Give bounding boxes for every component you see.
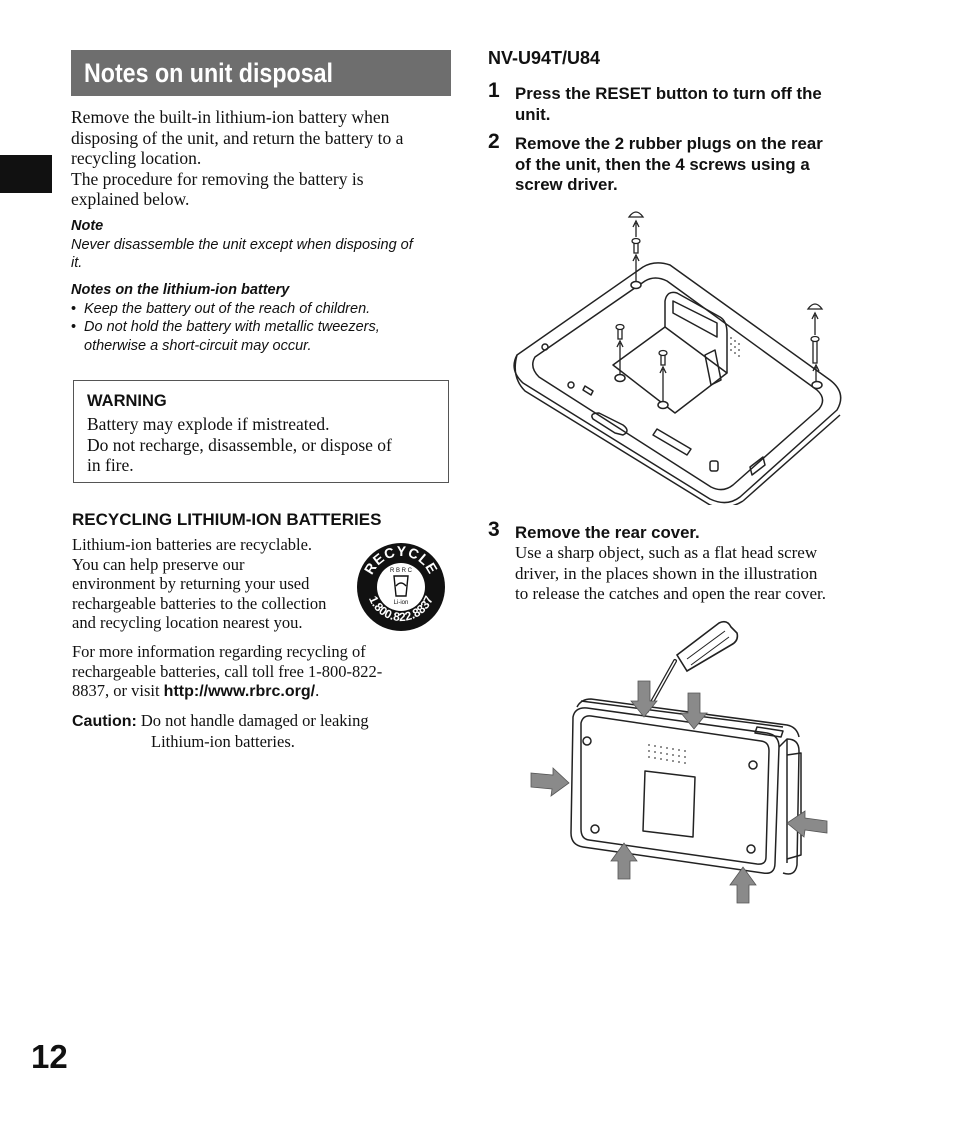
intro-line: The procedure for removing the battery i…: [71, 168, 364, 189]
caution-text: Do not handle damaged or leaking: [140, 711, 369, 730]
step-number: 1: [488, 79, 500, 102]
intro-paragraph: Remove the built-in lithium-ion battery …: [71, 107, 451, 210]
note-heading: Note: [71, 218, 104, 234]
intro-line: recycling location.: [71, 148, 202, 168]
arrow-up-icon: [616, 219, 820, 402]
rubber-plug-icon: [627, 211, 824, 310]
arrow-icon: [530, 680, 828, 904]
section-tab-marker: [0, 155, 52, 193]
intro-line: explained below.: [71, 189, 190, 209]
logo-org-text: R B R C: [390, 568, 413, 574]
screw-hole-icon: [614, 280, 823, 410]
intro-line: disposing of the unit, and return the ba…: [71, 127, 404, 148]
list-item: • Keep the battery out of the reach of c…: [71, 300, 371, 317]
rbrc-recycle-logo-icon: RECYCLE 1.800.822.8837 R B R C Li-ion: [357, 543, 445, 631]
recycling-heading: RECYCLING LITHIUM-ION BATTERIES: [72, 510, 382, 529]
speaker-grille-icon: [648, 744, 686, 764]
speaker-grille-icon: [726, 334, 740, 357]
battery-notes-heading: Notes on the lithium-ion battery: [71, 282, 290, 298]
screw-icon: [615, 237, 820, 366]
list-item: • Do not hold the battery with metallic …: [71, 319, 380, 354]
rbrc-website-link[interactable]: http://www.rbrc.org/: [163, 683, 316, 700]
intro-line: Remove the built-in lithium-ion battery …: [71, 107, 390, 127]
step-text: Remove the 2 rubber plugs on the rear of…: [515, 134, 823, 194]
note-block: Note Never disassemble the unit except w…: [71, 217, 451, 273]
bullet-icon: •: [71, 300, 77, 317]
page-number: 12: [31, 1038, 68, 1075]
note-line: it.: [71, 255, 83, 271]
battery-notes-block: Notes on the lithium-ion battery • Keep …: [71, 281, 451, 355]
caution-text-2: Lithium-ion batteries.: [151, 732, 295, 751]
step-text: Press the RESET button to turn off the u…: [515, 84, 822, 124]
recycling-paragraph: Lithium-ion batteries are recyclable. Yo…: [72, 535, 327, 632]
step-detail: Use a sharp object, such as a flat head …: [515, 543, 827, 603]
bullet-icon: •: [71, 319, 77, 335]
step-number: 2: [488, 130, 500, 153]
caution-label: Caution:: [72, 713, 137, 730]
step-number: 3: [488, 518, 500, 541]
note-line: Never disassemble the unit except when d…: [71, 236, 413, 253]
model-heading: NV-U94T/U84: [488, 48, 601, 68]
page-title: Notes on unit disposal: [71, 50, 451, 96]
step-text: Remove the rear cover.: [515, 523, 700, 542]
logo-chem-text: Li-ion: [394, 600, 409, 606]
recycling-more-info: For more information regarding recycling…: [72, 642, 383, 700]
battery-recycle-icon: [393, 575, 409, 597]
warning-box: WARNING Battery may explode if mistreate…: [73, 380, 449, 483]
warning-heading: WARNING: [87, 392, 167, 410]
rear-cover-removal-illustration: [530, 620, 828, 904]
screw-removal-illustration: [513, 211, 842, 505]
caution-block: Caution: Do not handle damaged or leakin…: [72, 711, 452, 752]
warning-text: Battery may explode if mistreated. Do no…: [87, 414, 392, 475]
